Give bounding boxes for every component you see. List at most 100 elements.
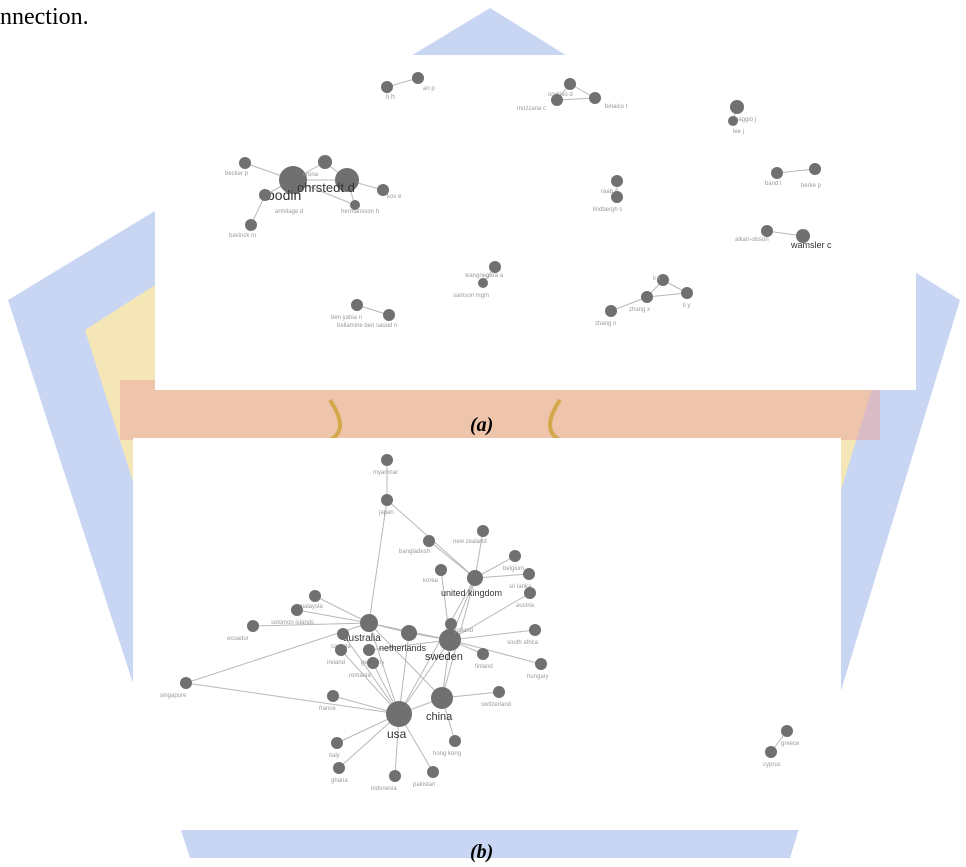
- country-node-label: myanmar: [373, 470, 398, 476]
- country-node: [781, 725, 793, 737]
- country-node-label: bangladesh: [399, 549, 430, 555]
- author-node-label: li x: [653, 276, 660, 282]
- author-node: [611, 175, 623, 187]
- country-node-label: italy: [329, 753, 340, 759]
- country-node: [477, 648, 489, 660]
- country-node: [493, 686, 505, 698]
- author-node: [279, 166, 307, 194]
- country-node-label: romania: [349, 673, 371, 679]
- author-node: [259, 189, 271, 201]
- author-node-label: crona: [303, 172, 319, 178]
- country-node: [337, 628, 349, 640]
- author-node: [351, 299, 363, 311]
- country-node-label: singapore: [160, 693, 187, 699]
- author-node-label: wangnegara a: [464, 273, 504, 279]
- country-node: [381, 454, 393, 466]
- author-node: [383, 309, 395, 321]
- country-node: [423, 535, 435, 547]
- country-edge: [474, 573, 530, 579]
- author-node-label: ondriso d: [548, 92, 573, 98]
- country-node: [401, 625, 417, 641]
- author-node-label: li y: [683, 303, 690, 309]
- author-node-label: li h: [386, 94, 395, 101]
- author-node: [489, 261, 501, 273]
- country-node: [247, 620, 259, 632]
- country-edge: [449, 577, 476, 641]
- author-node: [350, 200, 360, 210]
- author-node: [641, 291, 653, 303]
- country-node: [363, 644, 375, 656]
- country-node-label: usa: [387, 727, 407, 741]
- author-node: [381, 81, 393, 93]
- country-node-label: sweden: [425, 651, 463, 663]
- author-node-label: raab j: [601, 189, 616, 195]
- country-node: [427, 766, 439, 778]
- author-node: [377, 184, 389, 196]
- country-node: [765, 746, 777, 758]
- author-node-label: zhang x: [629, 307, 650, 313]
- country-node-label: japan: [378, 510, 394, 516]
- country-edge: [340, 649, 400, 715]
- country-node: [477, 525, 489, 537]
- author-node-label: bavinck m: [229, 233, 256, 239]
- author-node-label: samson mgm: [453, 293, 489, 299]
- country-node: [449, 735, 461, 747]
- country-node-label: korea: [423, 578, 439, 584]
- country-node: [367, 657, 379, 669]
- author-node: [605, 305, 617, 317]
- watermark-ribbon: [120, 380, 880, 440]
- country-node: [509, 550, 521, 562]
- author-node: [657, 274, 669, 286]
- country-node-label: switzerland: [481, 702, 511, 708]
- country-node-label: belgium: [503, 566, 524, 572]
- country-edge: [296, 609, 370, 624]
- country-edge: [449, 592, 531, 641]
- country-node: [309, 590, 321, 602]
- author-node: [796, 229, 810, 243]
- country-edge: [449, 629, 536, 641]
- country-node-label: hungary: [527, 674, 549, 680]
- country-node-label: cyprus: [763, 762, 781, 768]
- author-node: [681, 287, 693, 299]
- country-node-label: pakistan: [413, 782, 435, 788]
- country-node: [386, 701, 412, 727]
- author-node-label: alkan-olsson: [735, 237, 769, 243]
- country-node-label: ghana: [331, 778, 348, 784]
- country-node: [180, 677, 192, 689]
- author-edge: [610, 296, 648, 312]
- country-edge: [342, 633, 400, 715]
- country-node-label: netherlands: [379, 643, 427, 653]
- author-node-label: band l: [765, 181, 781, 187]
- author-edge: [556, 97, 596, 101]
- country-node-label: ecuador: [227, 636, 249, 642]
- author-node-label: kov e: [387, 194, 402, 200]
- author-node: [809, 163, 821, 175]
- author-node: [728, 116, 738, 126]
- header-text: nnection.: [0, 4, 89, 30]
- author-node-label: zhang n: [595, 321, 616, 327]
- country-edge: [398, 639, 451, 715]
- country-edge: [449, 639, 542, 665]
- author-node-label: bodin: [267, 187, 301, 203]
- country-node-label: malaysia: [299, 604, 323, 610]
- author-node: [239, 157, 251, 169]
- author-node: [412, 72, 424, 84]
- author-node: [761, 225, 773, 237]
- country-node-label: solomon islands: [271, 620, 314, 626]
- author-node-label: wamsler c: [790, 240, 832, 250]
- author-node: [771, 167, 783, 179]
- author-node-label: berke p: [801, 183, 822, 189]
- country-node: [535, 658, 547, 670]
- panel-a-caption: (a): [470, 414, 494, 436]
- country-node: [291, 604, 303, 616]
- country-node: [435, 564, 447, 576]
- author-node-label: mozzana c: [517, 106, 546, 112]
- country-node: [431, 687, 453, 709]
- country-node-label: finland: [475, 664, 493, 670]
- author-node-label: lee j: [733, 129, 744, 135]
- author-node: [478, 278, 488, 288]
- author-node: [318, 155, 332, 169]
- author-node-label: ben yahia n: [331, 315, 362, 321]
